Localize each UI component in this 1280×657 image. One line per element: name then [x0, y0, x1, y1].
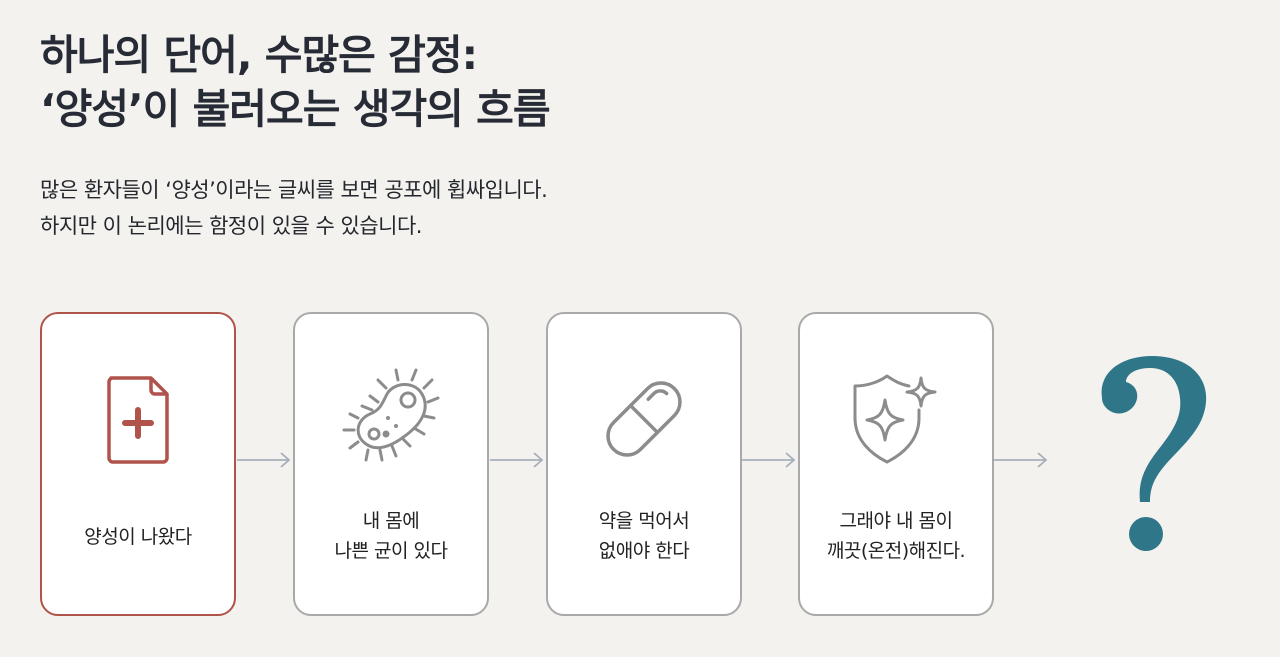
title-line-2: ‘양성’이 불러오는 생각의 흐름	[40, 85, 551, 133]
flow-step-positive-result: 양성이 나왔다	[40, 312, 236, 616]
medical-document-plus-icon	[107, 376, 169, 464]
bacteria-icon	[342, 368, 440, 462]
subtitle-line-2: 하지만 이 논리에는 함정이 있을 수 있습니다.	[40, 214, 423, 238]
page-title: 하나의 단어, 수많은 감정: ‘양성’이 불러오는 생각의 흐름	[40, 28, 551, 136]
title-line-1: 하나의 단어, 수많은 감정:	[40, 31, 478, 79]
arrow-right-icon	[237, 452, 291, 468]
flow-step-body-clean: 그래야 내 몸이 깨끗(온전)해진다.	[798, 312, 994, 616]
pill-capsule-icon	[606, 381, 682, 457]
step-label: 약을 먹어서 없애야 한다	[598, 510, 690, 562]
flow-step-take-medicine: 약을 먹어서 없애야 한다	[546, 312, 742, 616]
flow-step-bad-bacteria: 내 몸에 나쁜 균이 있다	[293, 312, 489, 616]
arrow-right-icon	[742, 452, 796, 468]
arrow-right-icon	[490, 452, 544, 468]
question-mark-icon	[1101, 356, 1207, 551]
arrow-right-icon	[994, 452, 1048, 468]
step-label: 내 몸에 나쁜 균이 있다	[334, 510, 448, 562]
subtitle-line-1: 많은 환자들이 ‘양성’이라는 글씨를 보면 공포에 휩싸입니다.	[40, 178, 548, 202]
step-label: 양성이 나왔다	[84, 526, 192, 548]
subtitle: 많은 환자들이 ‘양성’이라는 글씨를 보면 공포에 휩싸입니다. 하지만 이 …	[40, 172, 548, 244]
shield-sparkle-icon	[853, 374, 937, 464]
step-label: 그래야 내 몸이 깨끗(온전)해진다.	[826, 510, 966, 562]
